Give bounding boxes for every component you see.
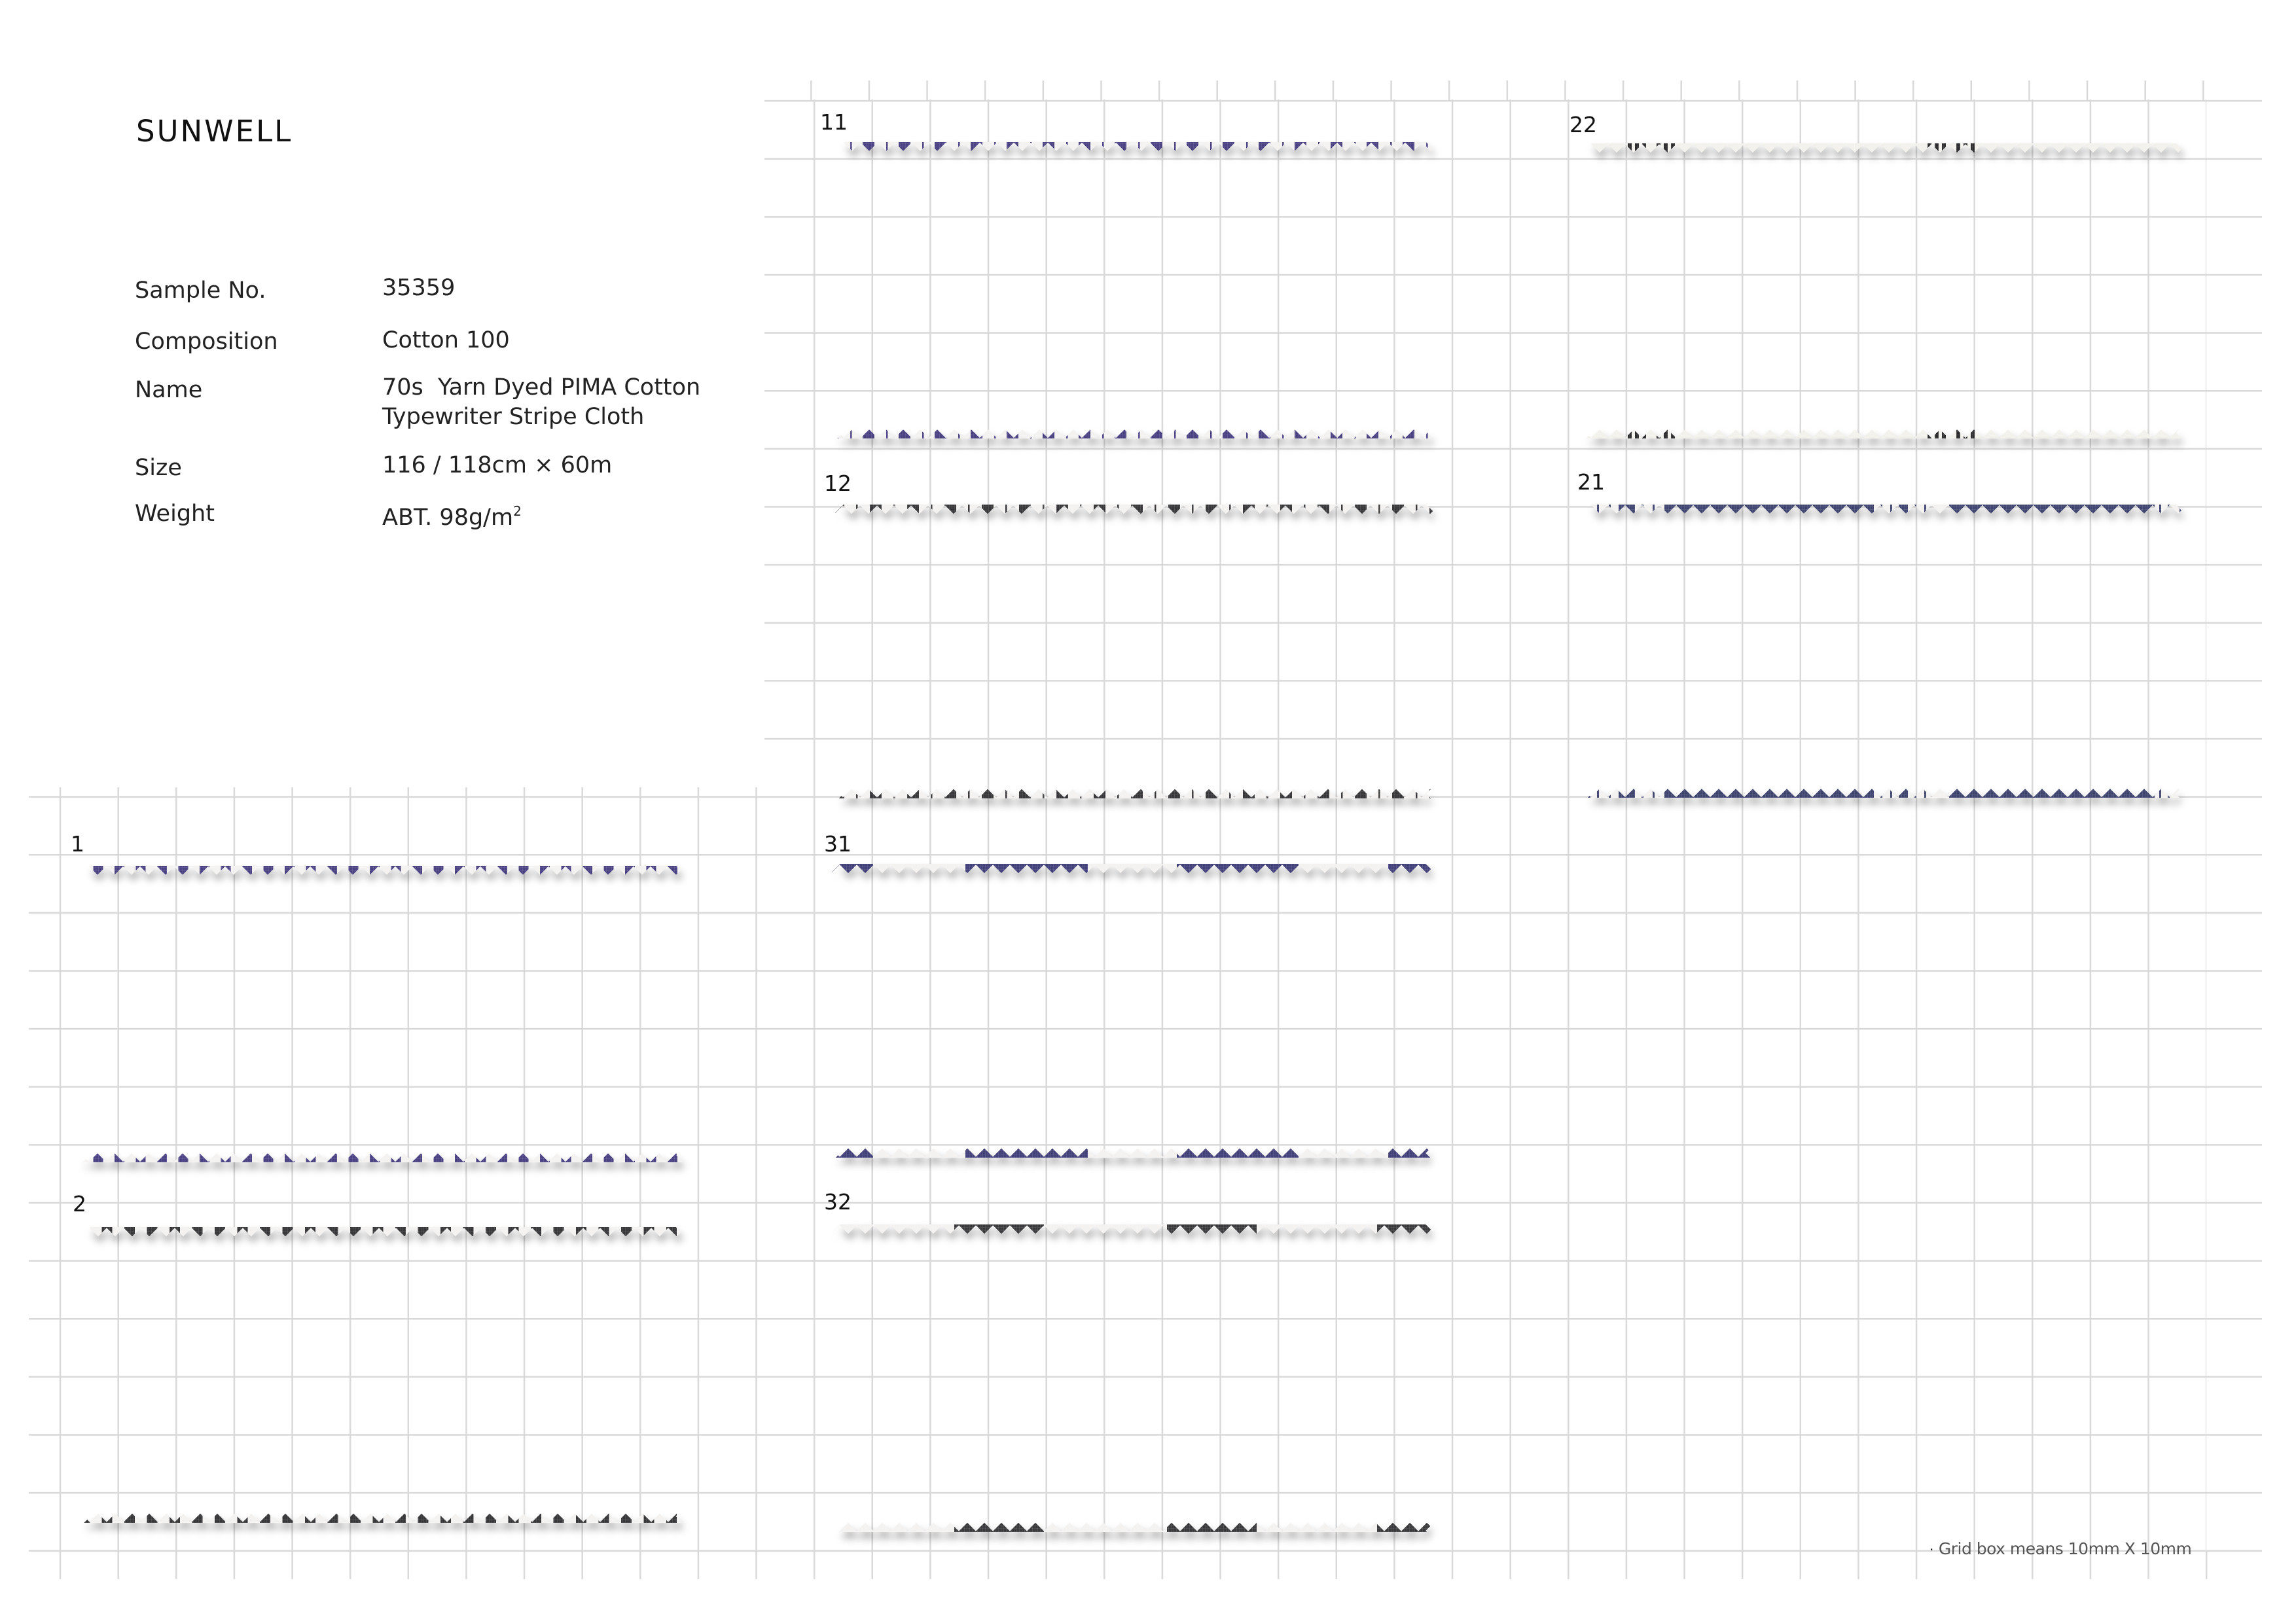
spec-value: 116 / 118cm × 60m <box>382 452 613 478</box>
fabric-swatch-12[interactable] <box>826 505 1444 798</box>
fabric-pattern <box>1574 505 2193 798</box>
swatch-label-11: 11 <box>820 109 848 135</box>
weight-unit-superscript: 2 <box>513 503 522 519</box>
bottom-margin <box>0 1579 2296 1623</box>
spec-value-line2: Typewriter Stripe Cloth <box>382 404 645 430</box>
spec-label: Name <box>135 377 203 403</box>
swatch-label-32: 32 <box>824 1189 852 1215</box>
swatch-label-21: 21 <box>1577 469 1605 495</box>
fabric-swatch-22[interactable] <box>1574 143 2194 438</box>
spec-label: Sample No. <box>135 277 266 304</box>
fabric-swatch-31[interactable] <box>823 864 1443 1158</box>
grid-lower-ticks <box>29 787 764 796</box>
fabric-pattern <box>823 1224 1443 1532</box>
fabric-pattern <box>73 1227 694 1523</box>
spec-label: Weight <box>135 501 215 527</box>
fabric-pattern <box>1574 143 2194 438</box>
fabric-pattern <box>827 142 1444 438</box>
grid-bottom-overhang-lines <box>29 1552 2208 1579</box>
spec-value: ABT. 98g/m2 <box>382 497 522 533</box>
grid-right-overhang-lines <box>2206 80 2262 1579</box>
swatch-label-31: 31 <box>824 831 852 857</box>
grid-top-ticks <box>764 80 2206 100</box>
fabric-swatch-21[interactable] <box>1574 505 2193 798</box>
fabric-swatch-11[interactable] <box>827 142 1444 438</box>
spec-value: 35359 <box>382 275 456 301</box>
spec-value: Cotton 100 <box>382 327 510 353</box>
spec-value: 70s Yarn Dyed PIMA Cotton <box>382 374 701 401</box>
bullet-icon: · <box>1929 1542 1933 1558</box>
right-margin <box>2262 0 2296 1623</box>
footnote-text: Grid box means 10mm X 10mm <box>1938 1539 2192 1558</box>
weight-value: ABT. 98g/m <box>382 505 514 531</box>
spec-label: Composition <box>135 329 278 355</box>
swatch-label-2: 2 <box>73 1191 86 1217</box>
fabric-swatch-32[interactable] <box>823 1224 1443 1532</box>
fabric-pattern <box>72 866 694 1162</box>
brand-title: SUNWELL <box>136 114 293 149</box>
fabric-pattern <box>826 505 1444 798</box>
fabric-pattern <box>823 864 1443 1158</box>
swatch-label-12: 12 <box>824 471 852 496</box>
swatch-label-22: 22 <box>1570 112 1597 137</box>
swatch-label-1: 1 <box>71 831 84 857</box>
spec-panel-background <box>0 0 764 787</box>
grid-footnote: · Grid box means 10mm X 10mm <box>1929 1539 2192 1558</box>
spec-label: Size <box>135 455 182 481</box>
fabric-swatch-2[interactable] <box>73 1227 694 1523</box>
fabric-swatch-1[interactable] <box>72 866 694 1162</box>
